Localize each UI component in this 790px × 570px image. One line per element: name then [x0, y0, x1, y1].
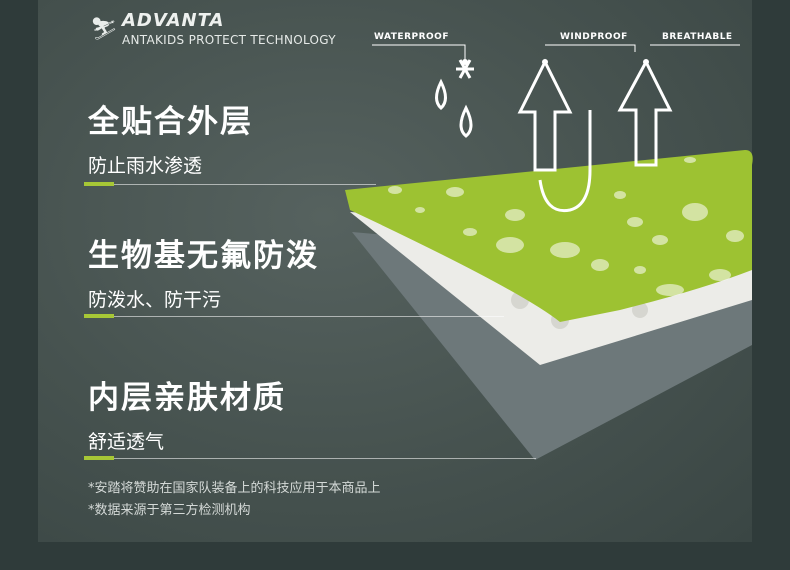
feature-water-repellent: 生物基无氟防泼 防泼水、防干污	[88, 230, 319, 312]
accent-bar	[84, 314, 114, 318]
footnote: *数据来源于第三方检测机构	[88, 503, 251, 518]
brand-logo: ⛷ ADVANTA ANTAKIDS PROTECT TECHNOLOGY	[90, 10, 336, 48]
label-leader-lines	[372, 44, 740, 62]
feature-subtitle: 舒适透气	[88, 431, 165, 453]
brand-name: ADVANTA	[122, 10, 225, 31]
feature-title: 全贴合外层	[88, 104, 253, 140]
feature-inner-layer: 内层亲肤材质 舒适透气	[88, 372, 286, 454]
water-droplets	[388, 157, 744, 296]
feature-title: 内层亲肤材质	[88, 380, 286, 416]
divider	[84, 314, 504, 318]
feature-subtitle: 防止雨水渗透	[88, 155, 203, 177]
footnotes: *安踏将赞助在国家队装备上的科技应用于本商品上 *数据来源于第三方检测机构	[88, 478, 381, 522]
waterproof-icon	[435, 59, 474, 138]
footnote: *安踏将赞助在国家队装备上的科技应用于本商品上	[88, 481, 381, 496]
athlete-icon: ⛷	[90, 16, 118, 42]
divider	[84, 182, 376, 186]
label-breathable: BREATHABLE	[662, 32, 733, 42]
divider	[84, 456, 536, 460]
accent-bar	[84, 182, 114, 186]
accent-bar	[84, 456, 114, 460]
feature-outer-layer: 全贴合外层 防止雨水渗透	[88, 96, 253, 178]
windproof-arrow-icon	[517, 58, 592, 213]
feature-title: 生物基无氟防泼	[88, 238, 319, 274]
label-waterproof: WATERPROOF	[374, 32, 449, 42]
brand-tagline: ANTAKIDS PROTECT TECHNOLOGY	[122, 33, 336, 47]
label-windproof: WINDPROOF	[560, 32, 628, 42]
feature-subtitle: 防泼水、防干污	[88, 289, 222, 311]
breathable-arrow-icon	[617, 58, 673, 167]
